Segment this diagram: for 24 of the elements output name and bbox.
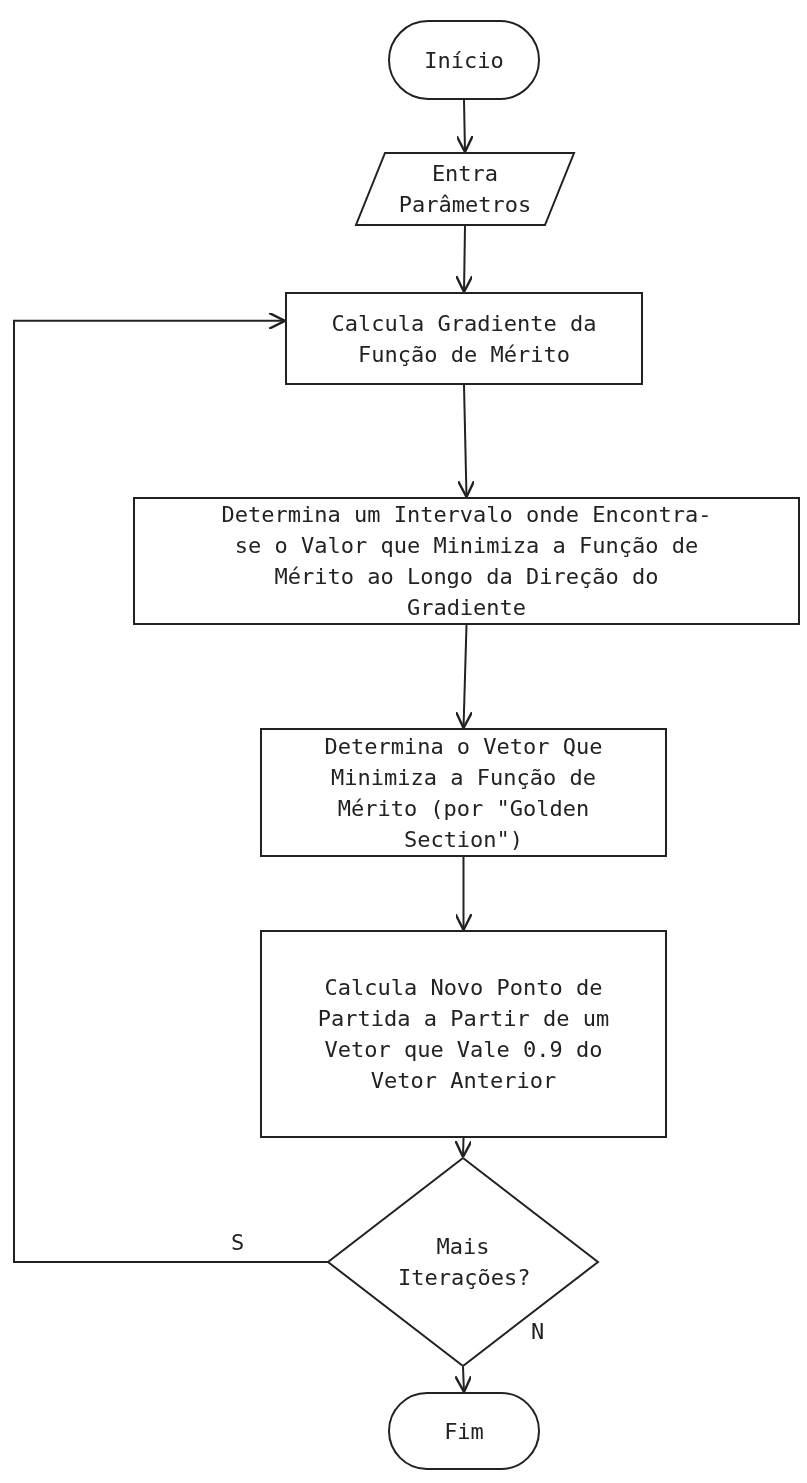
process-box bbox=[260, 728, 667, 857]
process-box bbox=[133, 497, 800, 625]
arrow bbox=[456, 384, 476, 499]
node-text: Calcula Novo Ponto de Partida a Partir de um Vetor que Vale 0.9 do Vetor Anterior bbox=[316, 974, 611, 1095]
node-text: Entra Parâmetros bbox=[397, 160, 533, 219]
node-text: Determina um Intervalo onde Encontra-se o Valor que Minimiza a Função de Mérito ao Longo da Direção do Gradiente bbox=[220, 501, 713, 622]
node-text: Fim bbox=[444, 1417, 484, 1446]
node-text: Calcula Gradiente da Função de Mérito bbox=[330, 309, 598, 369]
input-parallelogram bbox=[355, 152, 575, 226]
process-box bbox=[260, 930, 667, 1138]
arrow bbox=[454, 1137, 473, 1159]
node-text: Início bbox=[424, 46, 504, 75]
arrow bbox=[454, 1366, 473, 1394]
arrow bbox=[13, 311, 329, 1263]
terminal-shape bbox=[388, 20, 540, 100]
arrow bbox=[455, 225, 474, 294]
process-box bbox=[285, 292, 643, 385]
node-text: Determina o Vetor Que Minimiza a Função de Mérito (por "Golden Section") bbox=[323, 732, 604, 854]
decision-diamond bbox=[327, 1157, 599, 1367]
arrow bbox=[454, 624, 474, 730]
terminal-shape bbox=[388, 1392, 540, 1470]
arrow bbox=[455, 99, 474, 154]
node-text: Mais Iterações? bbox=[398, 1233, 528, 1292]
arrow bbox=[454, 856, 473, 932]
